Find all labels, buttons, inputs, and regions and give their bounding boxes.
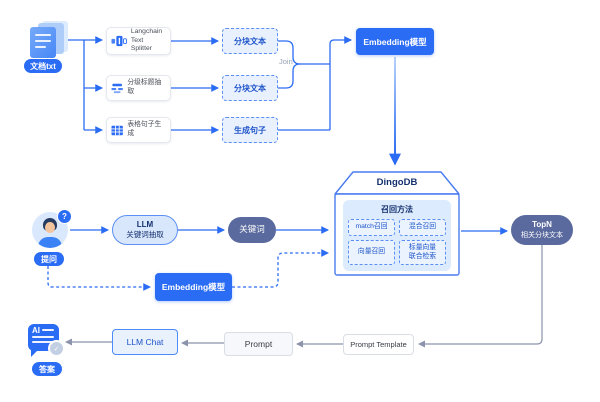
generated-sentence-label: 生成句子 <box>234 125 266 135</box>
embedding-model-query-label: Embedding模型 <box>161 282 226 292</box>
embedding-model-top-label: Embedding模型 <box>363 36 427 47</box>
node-prompt: Prompt <box>224 332 293 356</box>
node-topn-chunks: TopN 相关分块文本 <box>511 215 573 245</box>
chip-hybrid-recall: 混合召回 <box>399 219 446 236</box>
doc-source-text: 文档txt <box>30 61 56 71</box>
node-embedding-model-query: Embedding模型 <box>155 273 232 301</box>
ai-icon-text: AI <box>32 326 40 335</box>
node-chunk-text-2: 分块文本 <box>222 75 278 101</box>
node-prompt-template: Prompt Template <box>343 334 414 355</box>
avatar-body <box>38 237 62 248</box>
dingodb-title: DingoDB <box>376 177 418 188</box>
question-mark-icon: ? <box>57 209 72 224</box>
text-splitter-icon <box>111 35 127 47</box>
node-dingodb: DingoDB 召回方法 match召回 混合召回 向量召回 标量向量 联合检索 <box>333 170 461 277</box>
node-langchain-splitter: Langchain Text Splitter <box>106 27 171 55</box>
chip-vector-recall: 向量召回 <box>348 239 395 266</box>
heading-hierarchy-icon <box>111 83 123 93</box>
splitter-label-line1: Langchain <box>130 27 163 35</box>
ask-label: 提问 <box>34 252 64 266</box>
chunk-text-2-label: 分块文本 <box>234 83 266 93</box>
chunk-text-1-label: 分块文本 <box>234 36 266 46</box>
table-sentence-label: 表格句子生成 <box>127 121 162 137</box>
node-heading-extract: 分级标题抽取 <box>106 75 171 101</box>
recall-methods-panel: 召回方法 match召回 混合召回 向量召回 标量向量 联合检索 <box>343 200 451 271</box>
document-stack-icon <box>30 21 68 60</box>
node-generated-sentence: 生成句子 <box>222 117 278 143</box>
splitter-label-line2: Text Splitter <box>130 36 152 53</box>
node-embedding-model-top: Embedding模型 <box>356 28 434 55</box>
answer-label: 答案 <box>32 362 62 376</box>
node-table-sentence: 表格句子生成 <box>106 117 171 143</box>
recall-methods-title: 召回方法 <box>381 205 413 214</box>
node-llm-keyword-extract: LLM 关键词抽取 <box>112 215 178 245</box>
avatar-face <box>45 222 55 233</box>
join-label: Join <box>279 57 293 66</box>
table-icon <box>111 125 123 135</box>
recall-methods-grid: match召回 混合召回 向量召回 标量向量 联合检索 <box>348 219 446 266</box>
node-keywords: 关键词 <box>228 217 276 243</box>
chip-match-recall: match召回 <box>348 219 395 236</box>
check-icon: ✓ <box>48 340 65 357</box>
doc-source-label: 文档txt <box>24 59 62 73</box>
heading-extract-label: 分级标题抽取 <box>127 79 162 95</box>
chip-scalar-vector-search: 标量向量 联合检索 <box>399 239 446 266</box>
node-llm-chat: LLM Chat <box>112 329 178 355</box>
node-chunk-text-1: 分块文本 <box>222 28 278 54</box>
user-avatar <box>32 212 68 248</box>
